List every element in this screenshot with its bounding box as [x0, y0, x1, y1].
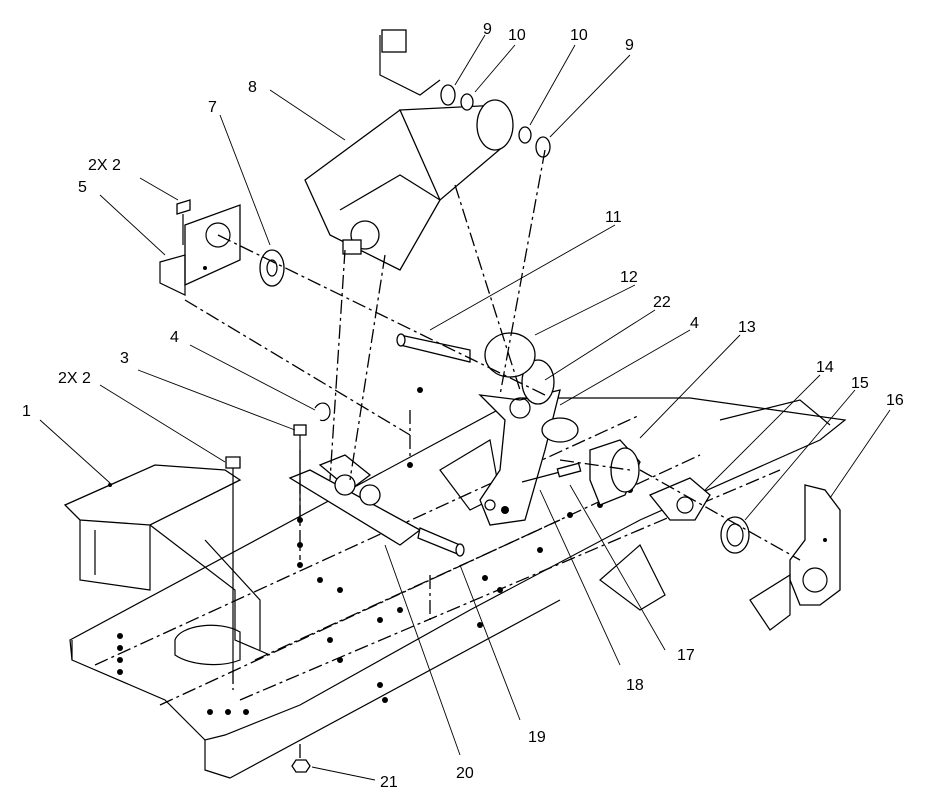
bearing-part-15 — [720, 516, 750, 554]
callout-20: 20 — [456, 765, 474, 782]
screw-lower — [225, 456, 241, 670]
callout-14: 14 — [816, 359, 834, 376]
callout-17: 17 — [677, 647, 695, 664]
callout-19: 19 — [528, 729, 546, 746]
callout-1: 1 — [22, 403, 31, 420]
assembly-lines — [184, 149, 801, 690]
callout-12: 12 — [620, 269, 638, 286]
callout-8: 8 — [248, 79, 257, 96]
callout-9-left: 9 — [483, 21, 492, 38]
callout-11: 11 — [605, 209, 622, 226]
callout-9-right: 9 — [625, 37, 634, 54]
callout-4-right: 4 — [690, 315, 699, 332]
callout-15: 15 — [851, 375, 869, 392]
callout-16: 16 — [886, 392, 904, 409]
clip-part-4-left — [314, 402, 331, 422]
pin-part-11 — [396, 333, 471, 363]
bracket-part-20 — [288, 450, 465, 557]
pivot-arm-part-18 — [478, 332, 579, 526]
spring-part-17 — [521, 462, 582, 483]
callout-13: 13 — [738, 319, 756, 336]
cam-part-13 — [589, 439, 641, 506]
callout-4-left: 4 — [170, 329, 179, 346]
callout-3: 3 — [120, 350, 129, 367]
bracket-part-16 — [749, 484, 841, 631]
callout-10-left: 10 — [508, 27, 526, 44]
frame-chassis — [69, 397, 847, 779]
callout-22: 22 — [653, 294, 671, 311]
washers-top — [440, 84, 551, 158]
callout-2x2-lower: 2X 2 — [58, 370, 91, 387]
nut-part-21 — [291, 740, 311, 773]
bracket-part-5 — [159, 199, 241, 296]
callout-18: 18 — [626, 677, 644, 694]
plate-part-14 — [648, 477, 711, 521]
washer-part-7 — [259, 249, 285, 287]
leader-lines — [39, 34, 891, 781]
bracket-part-1 — [63, 464, 271, 656]
callout-labels: 1 2X 2 3 4 5 2X 2 7 8 9 10 10 9 11 12 22… — [22, 21, 904, 791]
callout-2x2-upper: 2X 2 — [88, 157, 121, 174]
callout-21: 21 — [380, 774, 398, 791]
callout-5: 5 — [78, 179, 87, 196]
callout-10-right: 10 — [570, 27, 588, 44]
actuator-part-8 — [304, 29, 514, 271]
callout-7: 7 — [208, 99, 217, 116]
